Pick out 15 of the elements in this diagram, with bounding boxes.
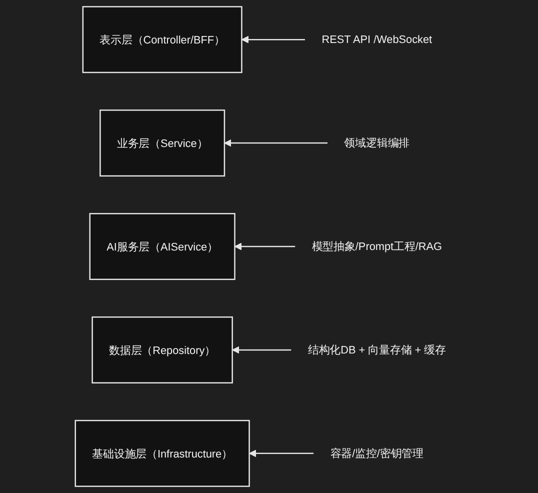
node-text: 容器/监控/密钥管理 <box>330 446 424 460</box>
node-text: 模型抽象/Prompt工程/RAG <box>312 240 442 253</box>
node-box: 表示层（Controller/BFF） <box>82 6 242 74</box>
arrow <box>232 346 292 354</box>
node-text: 结构化DB + 向量存储 + 缓存 <box>308 343 446 356</box>
arrow <box>234 242 296 250</box>
node-box: AI服务层（AIService） <box>89 213 236 280</box>
node-box: 基础设施层（Infrastructure） <box>74 420 250 487</box>
arrow <box>224 139 328 147</box>
arrow <box>241 36 305 44</box>
arrow <box>248 450 314 458</box>
node-text: REST API /WebSocket <box>322 33 432 46</box>
node-box: 数据层（Repository） <box>92 316 233 384</box>
node-box: 业务层（Service） <box>100 110 226 177</box>
node-text: 领域逻辑编排 <box>344 136 410 150</box>
